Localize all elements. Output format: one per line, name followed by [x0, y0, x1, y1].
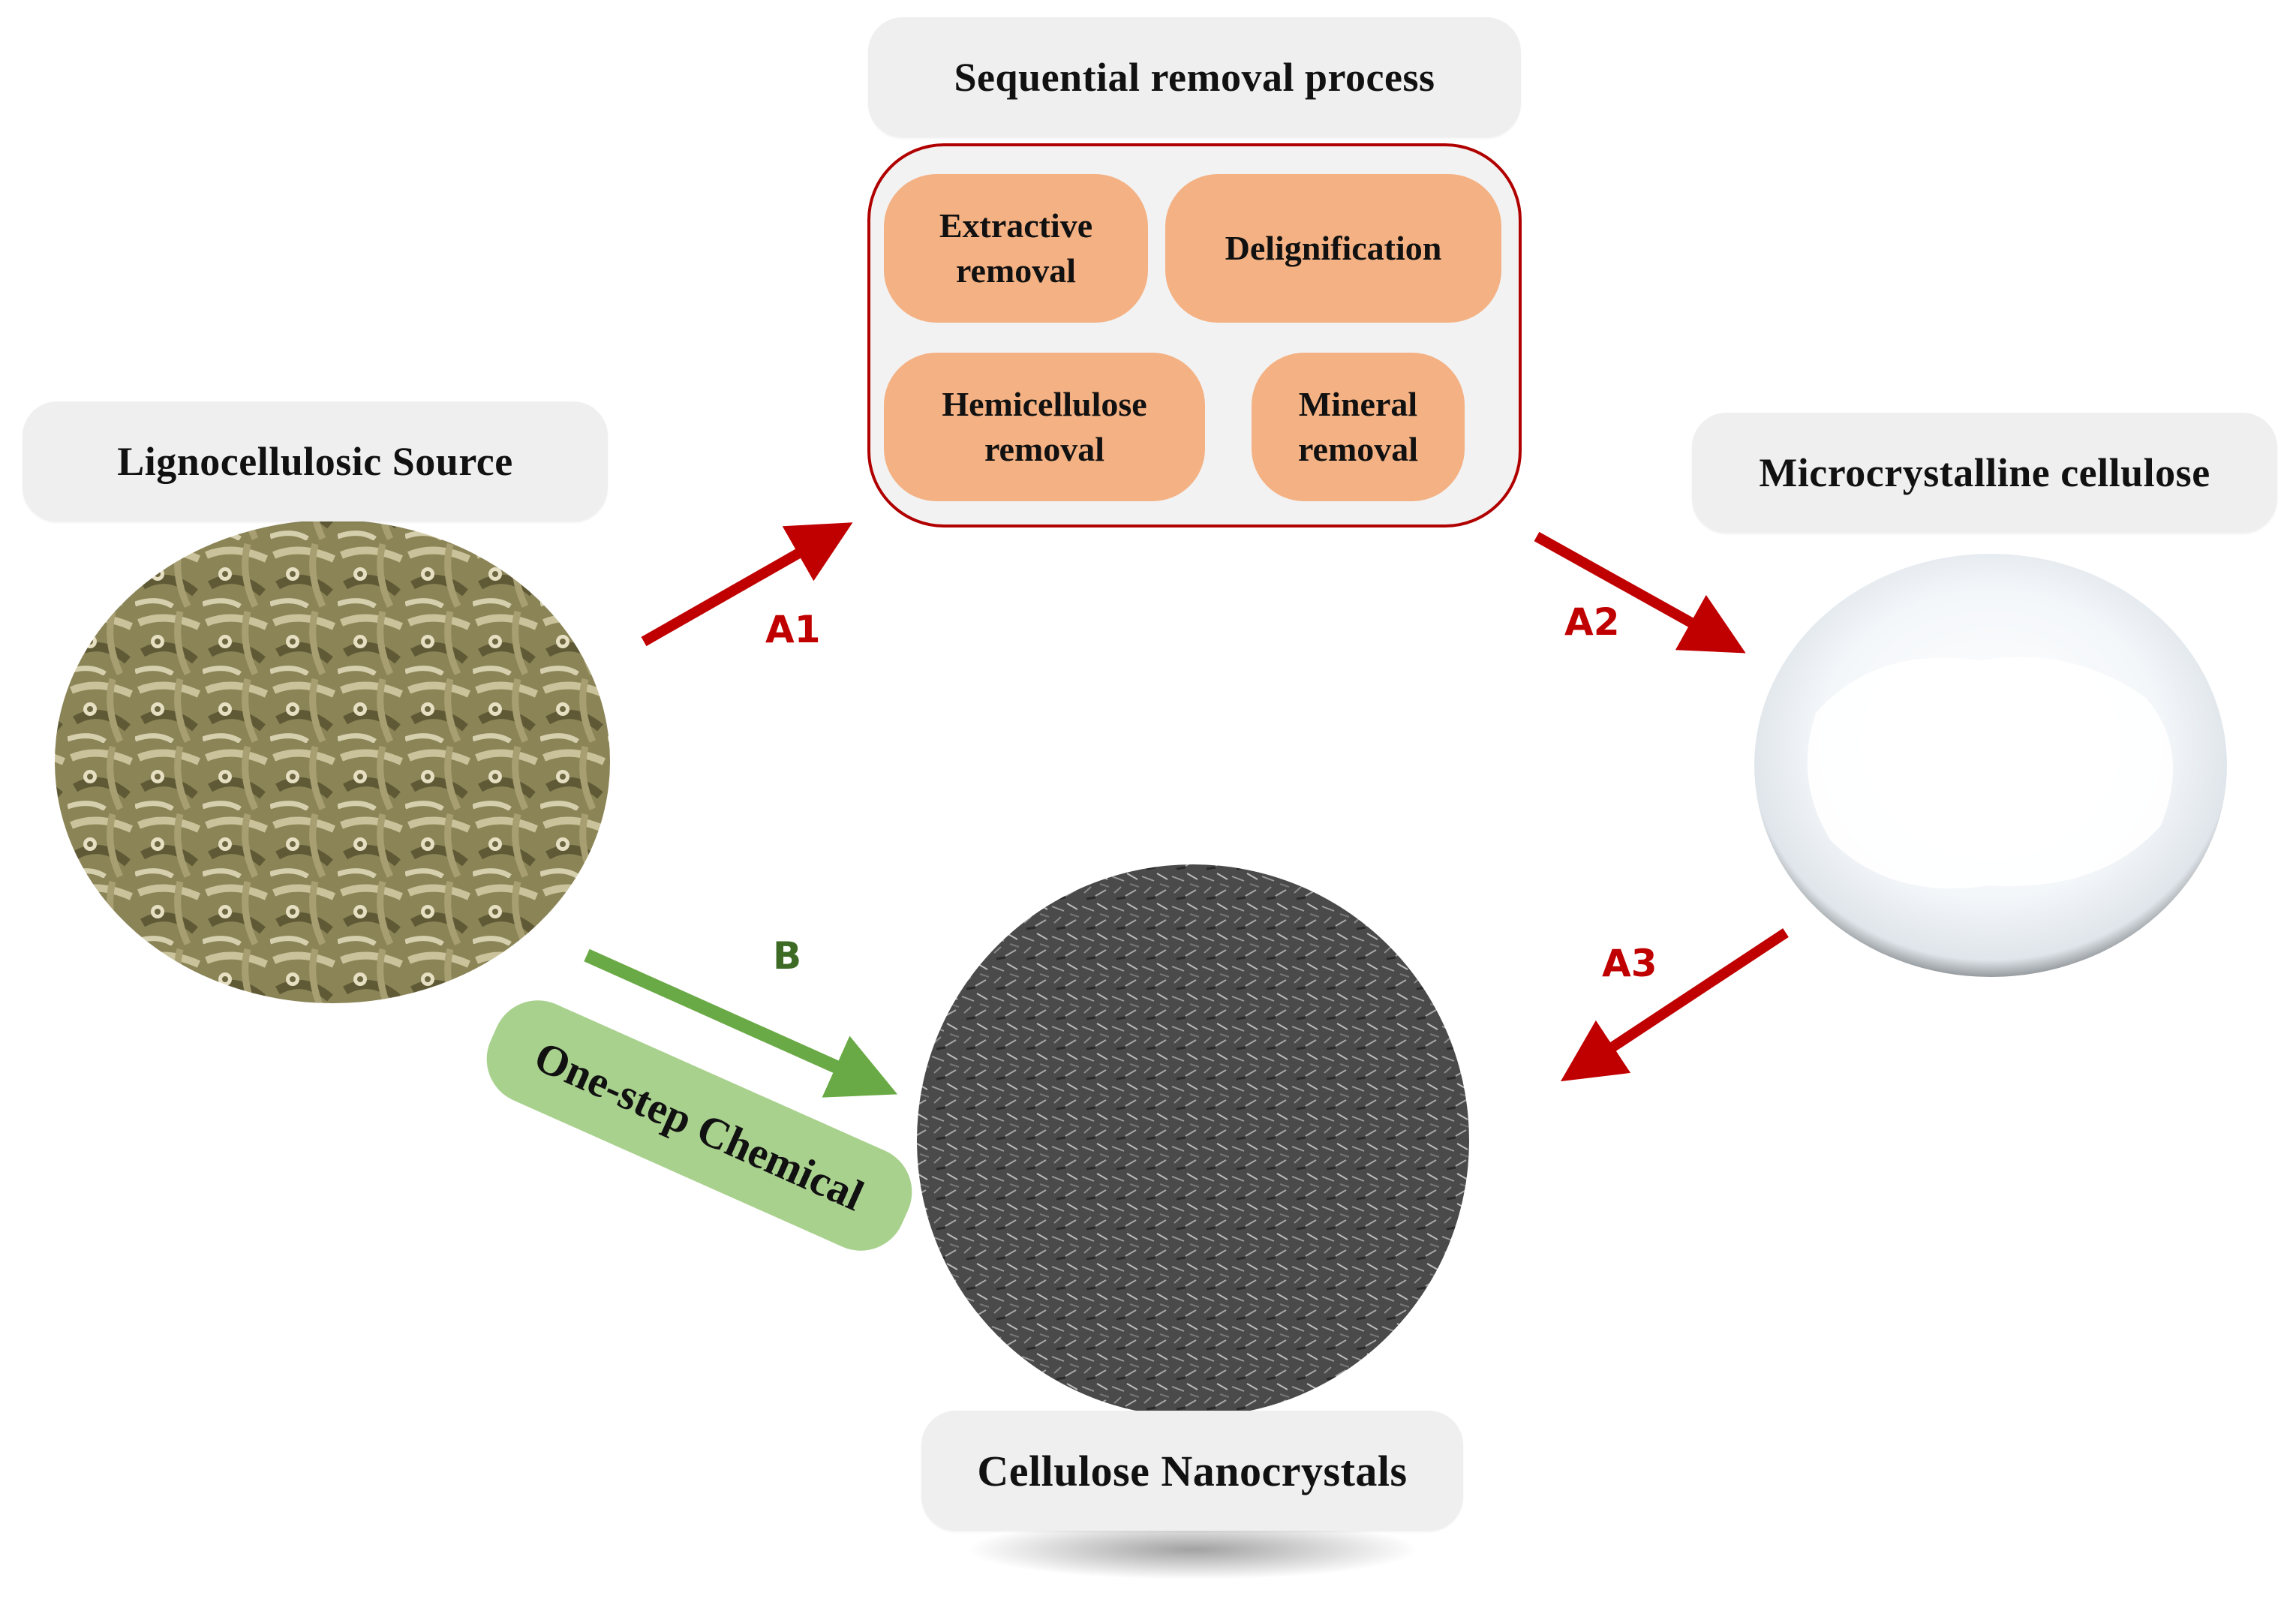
mcc-powder-pile	[1807, 657, 2173, 888]
arrow-a1	[641, 522, 853, 647]
lignocellulosic-source-image	[55, 520, 610, 1003]
step-delignification: Delignification	[1165, 174, 1501, 323]
cnc-label: Cellulose Nanocrystals	[921, 1411, 1463, 1531]
source-label: Lignocellulosic Source	[23, 401, 608, 521]
arrow-a2	[1534, 531, 1746, 654]
route-label-a3: A3	[1602, 942, 1657, 985]
arrow-a3	[1560, 928, 1789, 1082]
step-hemicellulose-removal: Hemicellulose removal	[884, 353, 1205, 501]
step-extractive-removal: Extractive removal	[884, 174, 1148, 323]
process-title: Sequential removal process	[868, 17, 1521, 137]
cellulose-nanocrystals-image	[917, 864, 1469, 1417]
cnc-shadow	[968, 1519, 1418, 1579]
step-mineral-removal: Mineral removal	[1252, 353, 1465, 501]
arrow-b	[584, 948, 898, 1098]
route-label-a2: A2	[1564, 600, 1620, 644]
mcc-label: Microcrystalline cellulose	[1692, 413, 2277, 533]
route-label-b: B	[773, 934, 802, 978]
route-label-a1: A1	[765, 608, 821, 651]
